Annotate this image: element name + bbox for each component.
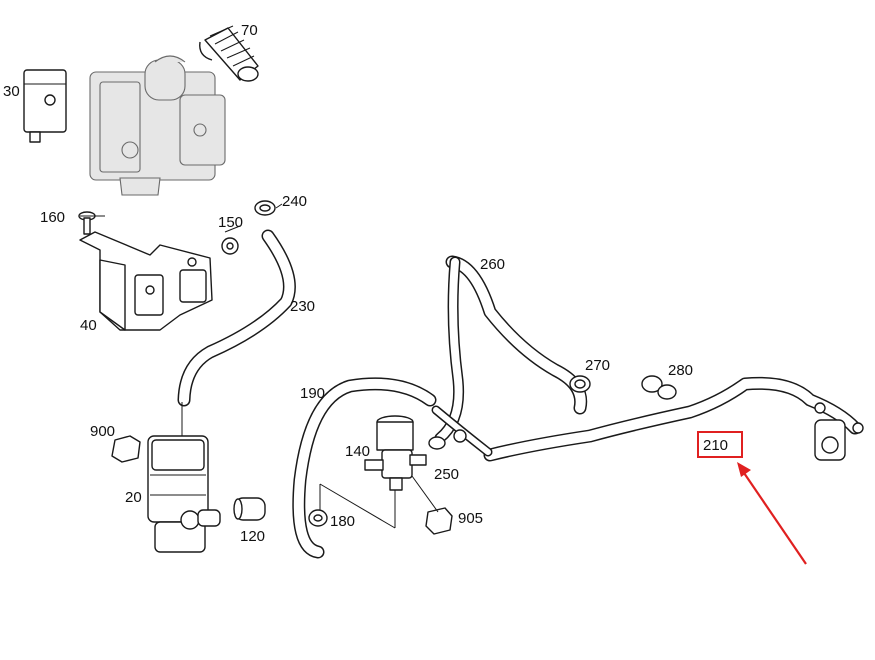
label-280: 280	[668, 362, 693, 379]
label-150: 150	[218, 214, 243, 231]
part-120-sleeve	[233, 497, 266, 521]
label-210: 210	[703, 437, 728, 454]
part-70-corrugated-hose	[199, 25, 259, 82]
engine-block	[89, 55, 226, 196]
part-30-reservoir	[23, 42, 67, 143]
label-260: 260	[480, 256, 505, 273]
label-70: 70	[241, 22, 258, 39]
highlight-210: 210	[697, 431, 807, 565]
part-150-nut	[221, 237, 239, 255]
part-905-connector	[425, 507, 453, 535]
hoses	[177, 229, 862, 559]
label-20: 20	[125, 489, 142, 506]
part-240-clamp	[254, 200, 276, 216]
part-900-connector	[111, 435, 141, 463]
label-240: 240	[282, 193, 307, 210]
end-connector	[814, 402, 864, 461]
part-40-bracket	[79, 231, 213, 331]
label-180: 180	[330, 513, 355, 530]
part-140-valve	[364, 415, 427, 491]
highlight-arrow-head	[737, 462, 751, 477]
part-20-heater	[147, 435, 221, 553]
label-230: 230	[290, 298, 315, 315]
label-190: 190	[300, 385, 325, 402]
label-900: 900	[90, 423, 115, 440]
part-250-clamp	[428, 429, 467, 450]
label-40: 40	[80, 317, 97, 334]
highlight-arrow	[741, 469, 807, 565]
part-180-clamp	[308, 509, 328, 527]
label-30: 30	[3, 83, 20, 100]
label-160: 160	[40, 209, 65, 226]
label-270: 270	[585, 357, 610, 374]
leader-lines	[80, 203, 439, 529]
label-120: 120	[240, 528, 265, 545]
part-280-clamps	[641, 375, 677, 400]
label-905: 905	[458, 510, 483, 527]
label-140: 140	[345, 443, 370, 460]
part-270-clamp	[569, 375, 591, 393]
labels: 30 70 160 150 240 40 230 260 270 280 190…	[3, 22, 693, 545]
label-250: 250	[434, 466, 459, 483]
part-160-bolt	[78, 211, 96, 235]
highlight-box	[697, 431, 743, 458]
